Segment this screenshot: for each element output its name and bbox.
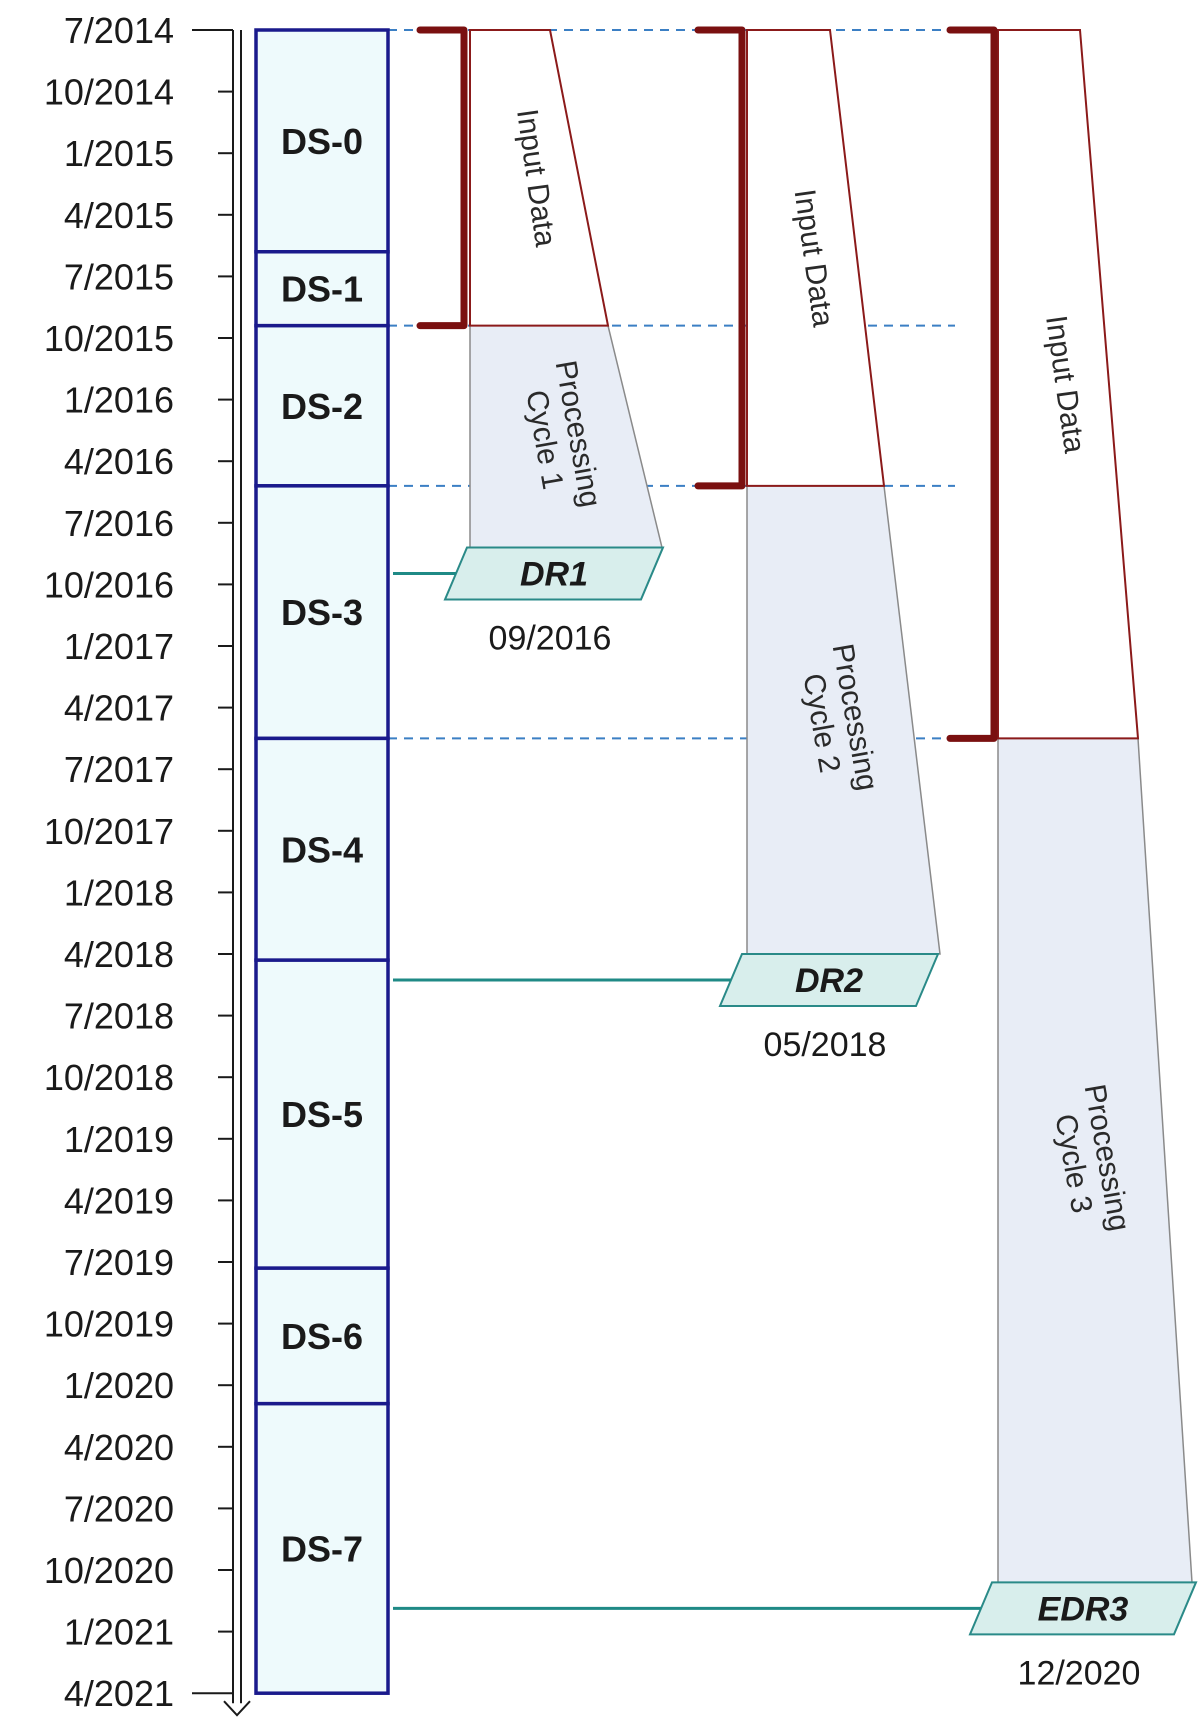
data-release-date: 09/2016 [489,619,612,657]
tick-label: 10/2018 [44,1057,174,1098]
input-trapezoid [469,29,610,327]
input-bracket [946,26,998,742]
tick-label: 10/2019 [44,1304,174,1345]
data-release-label: EDR3 [1038,1590,1129,1628]
time-axis-ticks: 7/2014 10/2014 1/2015 4/2015 7/2015 10/2015 1/… [44,10,233,1714]
tick-label: 1/2019 [64,1119,174,1160]
tick-label: 10/2020 [44,1550,174,1591]
input-trapezoid [997,29,1140,740]
tick-label: 7/2020 [64,1488,174,1529]
tick-label: 4/2016 [64,441,174,482]
tick-label: 10/2016 [44,564,174,605]
tick-label: 1/2016 [64,380,174,421]
tick-label: 7/2017 [64,749,174,790]
data-release-box [968,1581,1198,1636]
tick-label: 4/2017 [64,688,174,729]
time-axis [223,30,251,1717]
tick-label: 7/2019 [64,1242,174,1283]
tick-label: 7/2018 [64,996,174,1037]
data-segment-box [254,250,390,328]
tick-label: 4/2015 [64,195,174,236]
data-segment-box [254,323,390,488]
data-segment-box [254,958,390,1270]
tick-label: 4/2020 [64,1427,174,1468]
data-segment-box [254,736,390,962]
data-release-box [443,546,665,601]
data-segment-box [254,1266,390,1406]
data-segment-label: DS-1 [281,269,363,310]
tick-label: 10/2015 [44,318,174,359]
tick-label: 4/2019 [64,1180,174,1221]
data-segment-label: DS-4 [281,829,363,870]
data-release-label: DR1 [520,555,588,593]
data-segment-box [254,484,390,741]
tick-label: 1/2020 [64,1365,174,1406]
data-segments-column: DS-0DS-1DS-2DS-3DS-4DS-5DS-6DS-7 [254,28,390,1695]
tick-label: 4/2018 [64,934,174,975]
data-release-date: 12/2020 [1018,1654,1141,1692]
data-segment-label: DS-3 [281,592,363,633]
tick-label: 7/2015 [64,256,174,297]
input-bracket [694,26,746,490]
data-segment-label: DS-0 [281,121,363,162]
data-release-box [718,953,940,1007]
data-release-label: DR2 [795,962,863,1000]
data-segment-label: DS-2 [281,386,363,427]
tick-label: 4/2021 [64,1673,174,1714]
data-segment-box [254,1401,390,1695]
tick-label: 7/2014 [64,10,174,51]
data-segment-box [254,28,390,254]
axis-arrow [223,1700,251,1717]
tick-label: 1/2015 [64,133,174,174]
tick-label: 7/2016 [64,503,174,544]
data-segment-label: DS-6 [281,1316,363,1357]
tick-label: 10/2014 [44,72,174,113]
data-segment-label: DS-5 [281,1094,363,1135]
data-segment-label: DS-7 [281,1528,363,1569]
tick-label: 1/2017 [64,626,174,667]
tick-label: 1/2021 [64,1612,174,1653]
tick-label: 10/2017 [44,811,174,852]
data-release-date: 05/2018 [764,1026,887,1064]
input-bracket [416,26,468,330]
tick-label: 1/2018 [64,872,174,913]
input-trapezoid [746,29,886,487]
